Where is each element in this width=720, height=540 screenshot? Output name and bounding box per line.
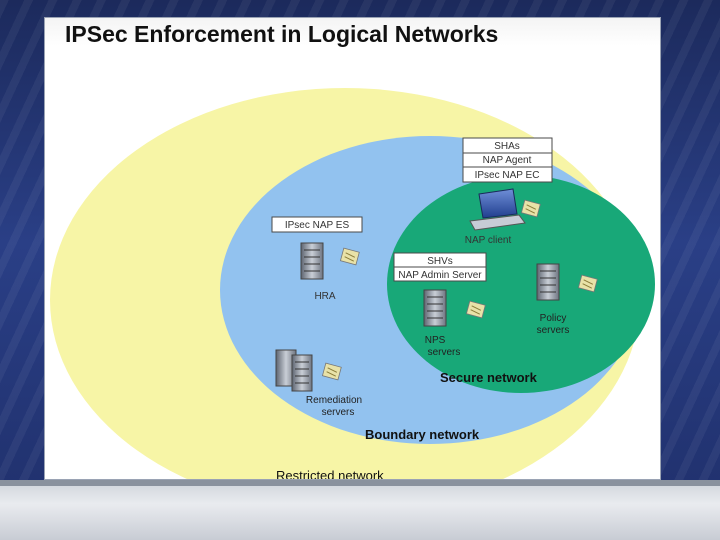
hra-component-box: IPsec NAP ES [271, 216, 363, 233]
shas-label: SHAs [494, 141, 520, 152]
nap-admin-server-label: NAP Admin Server [398, 270, 482, 281]
laptop-icon [469, 188, 526, 231]
policy-servers-label: servers [537, 325, 570, 336]
policy-label: Policy [540, 313, 567, 324]
slide-bottom-left-mask [45, 457, 85, 479]
ipsec-nap-es-label: IPsec NAP ES [285, 220, 350, 231]
nps-servers-label: servers [428, 347, 461, 358]
nap-agent-label: NAP Agent [483, 155, 532, 166]
remediation-label: Remediation [306, 395, 362, 406]
certificate-icon [465, 300, 486, 319]
slide-bottom-right-mask [610, 457, 660, 479]
certificate-icon [520, 199, 541, 218]
certificate-icon [339, 247, 360, 266]
certificate-icon [321, 362, 342, 381]
nap-client-label: NAP client [465, 235, 512, 246]
hra-label: HRA [314, 291, 335, 302]
remediation-servers-label: servers [322, 407, 355, 418]
nps-server-icon [423, 289, 447, 327]
network-diagram: Restricted network Boundary network Secu… [45, 88, 660, 480]
shvs-label: SHVs [427, 256, 453, 267]
footer-bar [0, 480, 720, 540]
remediation-server-icon [275, 349, 313, 392]
certificate-icon [577, 274, 598, 293]
slide-panel: IPSec Enforcement in Logical Networks Re… [44, 17, 661, 480]
ipsec-nap-ec-label: IPsec NAP EC [475, 170, 540, 181]
nps-label: NPS [425, 335, 446, 346]
restricted-network-label: Restricted network [276, 468, 384, 480]
slide-title: IPSec Enforcement in Logical Networks [65, 21, 499, 47]
hra-server-icon [300, 242, 324, 280]
policy-server-icon [536, 263, 560, 301]
boundary-network-label: Boundary network [365, 427, 480, 442]
secure-network-label: Secure network [440, 370, 538, 385]
client-component-stack: SHAs NAP Agent IPsec NAP EC [462, 137, 553, 183]
secure-network-zone [387, 175, 655, 393]
footer-stripe [0, 480, 720, 486]
server-component-box: SHVs NAP Admin Server [393, 252, 487, 282]
